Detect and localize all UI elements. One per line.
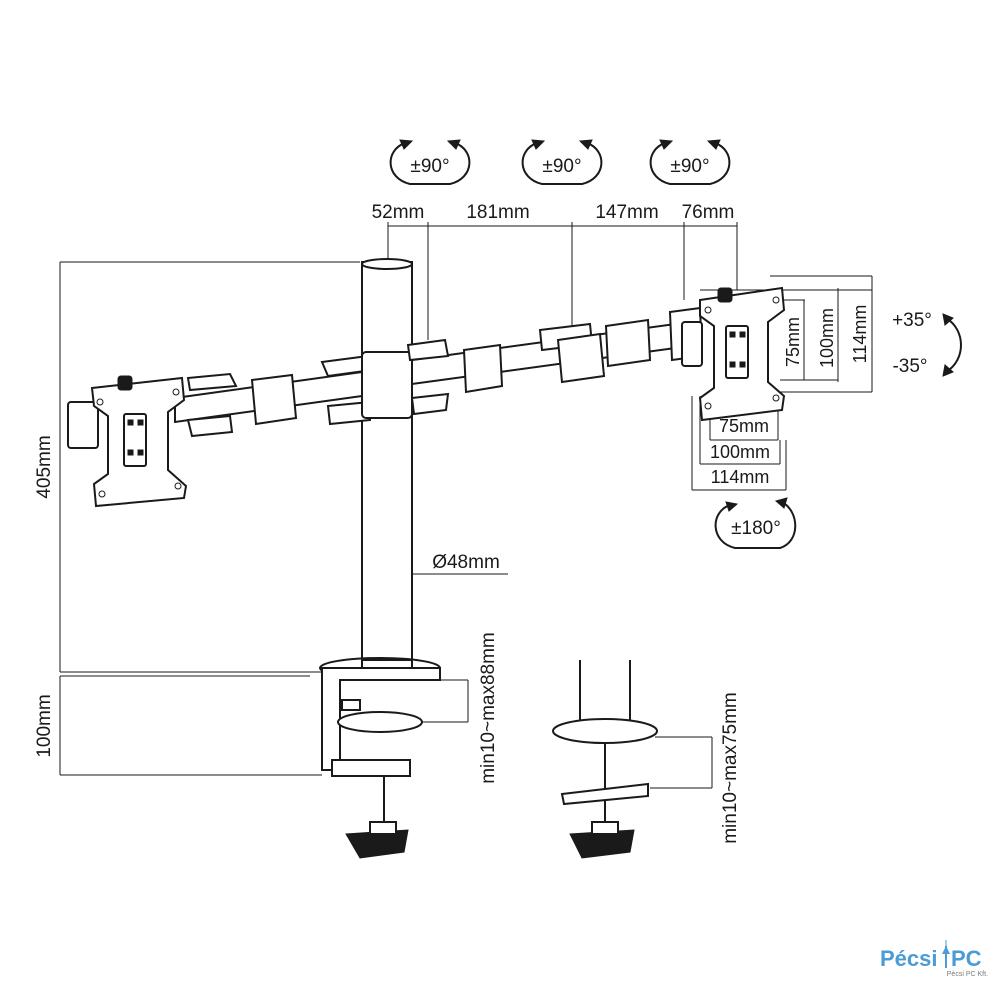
logo-tagline: Pécsi PC Kft. xyxy=(947,971,988,978)
grommet-mount xyxy=(552,660,658,859)
vesa-labels: 75mm 100mm 114mm 75mm 100mm 114mm xyxy=(710,305,870,487)
dimension-labels: 52mm 181mm 147mm 76mm Ø48mm 405mm 100mm … xyxy=(34,202,741,844)
height-405-label: 405mm xyxy=(34,435,55,498)
arm-bar xyxy=(174,306,704,438)
right-vesa-plate xyxy=(681,286,786,422)
vesa-horizontal-100-label: 100mm xyxy=(710,442,770,462)
logo-name-right: PC xyxy=(951,946,982,971)
dimension-lines xyxy=(59,222,873,789)
tilt-down-label: -35° xyxy=(892,356,927,377)
logo: Pécsi PC Pécsi PC Kft. xyxy=(880,940,988,978)
grommet-range-label: min10~max75mm xyxy=(720,692,741,844)
vesa-vertical-75-label: 75mm xyxy=(783,317,803,367)
tower-icon xyxy=(942,940,950,968)
clamp-range-label: min10~max88mm xyxy=(478,632,499,784)
rotation-labels: ±90° ±90° ±90° +35° -35° ±180° xyxy=(410,156,932,539)
pole-diameter-label: Ø48mm xyxy=(432,552,500,573)
arm-left-rotation-label: ±90° xyxy=(410,156,449,177)
tilt-up-label: +35° xyxy=(892,310,932,331)
logo-name-left: Pécsi xyxy=(880,946,938,971)
vesa-horizontal-75-label: 75mm xyxy=(719,416,769,436)
arm-right-rotation-label: ±90° xyxy=(670,156,709,177)
desk-clamp xyxy=(319,657,441,859)
swivel-label: ±180° xyxy=(731,518,781,539)
left-vesa-plate xyxy=(67,375,188,508)
segment-52-label: 52mm xyxy=(372,202,425,223)
segment-76-label: 76mm xyxy=(682,202,735,223)
segment-147-label: 147mm xyxy=(595,202,658,223)
vesa-horizontal-114-label: 114mm xyxy=(711,467,770,487)
height-100-label: 100mm xyxy=(34,694,55,757)
pole xyxy=(361,258,413,679)
vesa-vertical-100-label: 100mm xyxy=(817,308,837,368)
rotation-arrows xyxy=(389,139,962,549)
vesa-vertical-114-label: 114mm xyxy=(850,305,870,364)
segment-181-label: 181mm xyxy=(466,202,529,223)
arm-center-rotation-label: ±90° xyxy=(542,156,581,177)
